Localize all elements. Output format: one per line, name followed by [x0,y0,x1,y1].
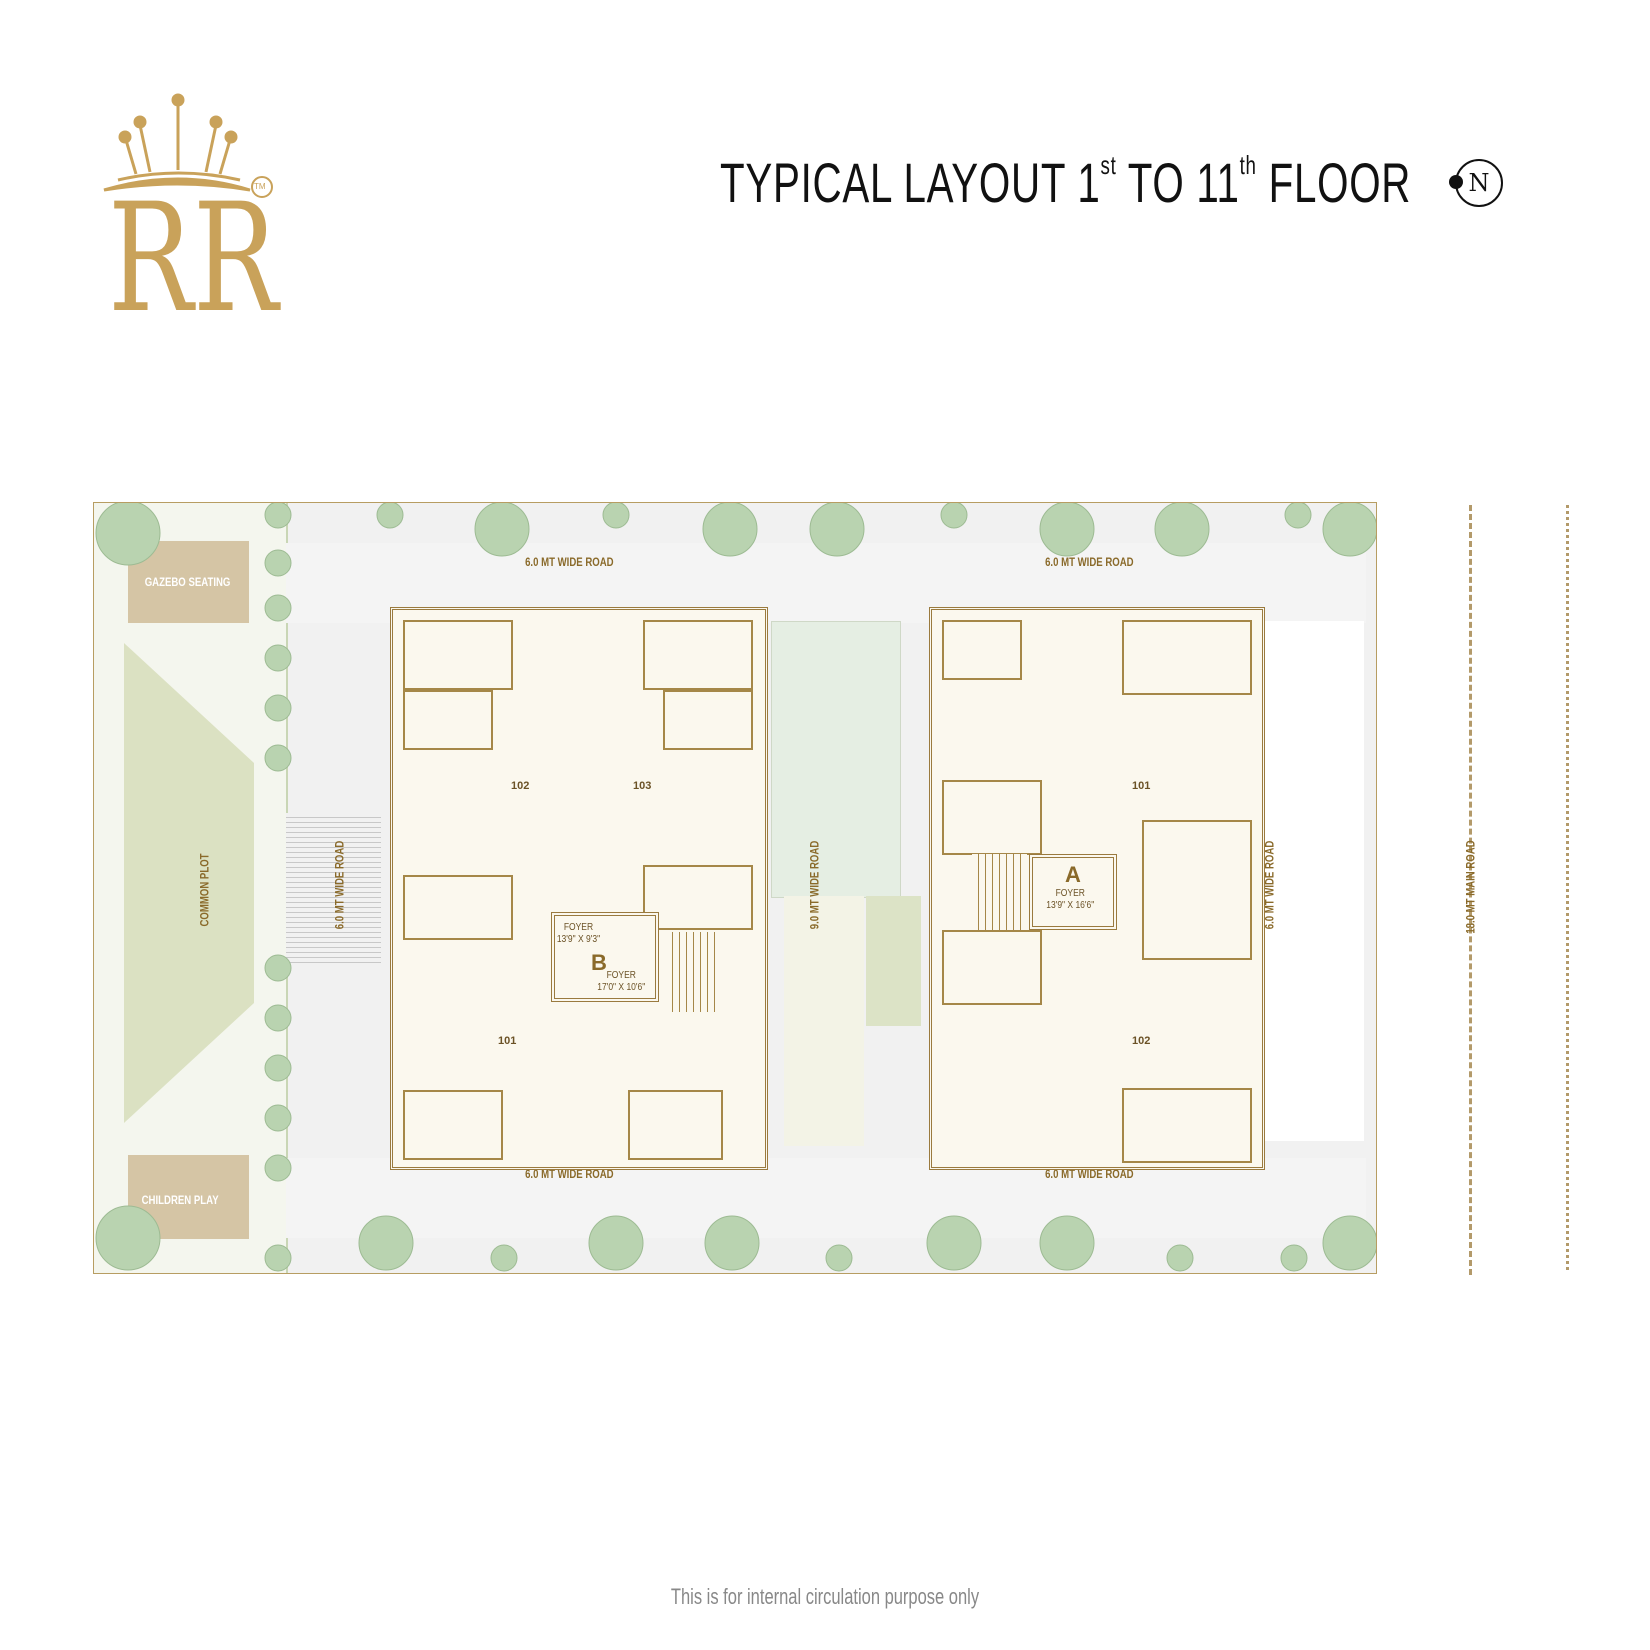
green-strip [866,896,921,1026]
foyer-a [1029,854,1117,930]
main-road-dotted-line [1566,505,1569,1270]
tree-icon [702,503,758,557]
title-end: FLOOR [1256,151,1412,214]
tree-icon [1166,1244,1194,1272]
unit-102: 102 [1132,1035,1151,1047]
unit-102: 102 [511,780,530,792]
right-lawn [1264,621,1364,1141]
staircase [972,854,1027,930]
foyer-label: FOYER [563,922,594,933]
room [628,1090,723,1160]
room [1142,820,1252,960]
tree-icon [1322,1215,1376,1271]
tree-icon [940,503,968,529]
tree-icon [1322,503,1376,557]
tree-icon [809,503,865,557]
tree-icon [1280,1244,1308,1272]
tree-icon [264,503,292,529]
tree-icon [602,503,630,529]
disclaimer-footer: This is for internal circulation purpose… [670,1584,980,1609]
bottom-right-road-label: 6.0 MT WIDE ROAD [1045,1167,1134,1181]
tree-icon [264,1054,292,1082]
foyer-size: 17'0" X 10'6" [597,982,646,993]
tree-icon [264,644,292,672]
parking-stripes [286,813,381,963]
foyer-b [551,912,659,1002]
tree-icon [1039,1215,1095,1271]
brand-logo: RR RR TM [100,90,300,346]
tree-icon [264,549,292,577]
trees [95,503,1376,1272]
tree-icon [95,503,161,566]
tree-icon [376,503,404,529]
room [1122,620,1252,695]
children-play-label: CHILDREN PLAY [141,1193,219,1207]
tower-b-name: B [591,950,607,975]
main-road-dashed-line [1469,505,1472,1275]
unit-103: 103 [633,780,652,792]
tree-icon [704,1215,760,1271]
room [403,1090,503,1160]
title-sup-st: st [1100,150,1117,180]
staircase [666,932,716,1012]
title-sup-th: th [1239,150,1257,180]
room [942,780,1042,855]
site-plan: GAZEBO SEATING CHILDREN PLAY COMMON PLOT… [93,502,1377,1274]
svg-text:RR: RR [108,172,281,340]
foyer-label: FOYER [606,970,636,981]
central-court [771,621,901,898]
tree-icon [1039,503,1095,557]
unit-101: 101 [1132,780,1151,792]
tree-icon [264,1244,292,1272]
room [663,690,753,750]
tree-icon [474,503,530,557]
title-main: TYPICAL LAYOUT 1 [720,151,1101,214]
tree-icon [95,1205,161,1271]
bottom-left-road-label: 6.0 MT WIDE ROAD [525,1167,614,1181]
room [643,620,753,690]
top-right-road-label: 6.0 MT WIDE ROAD [1045,555,1134,569]
main-road-label: 18.0 MT MAIN ROAD [1463,840,1478,934]
bottom-road [286,1158,1366,1238]
page-title: TYPICAL LAYOUT 1st TO 11th FLOOR [720,150,1410,214]
tree-icon [1284,503,1312,529]
gazebo-seating-label: GAZEBO SEATING [144,575,231,589]
top-left-road-label: 6.0 MT WIDE ROAD [525,555,614,569]
tree-icon [490,1244,518,1272]
trademark-symbol: TM [254,182,266,191]
room [403,690,493,750]
title-mid: TO 11 [1116,151,1240,214]
tree-icon [926,1215,982,1271]
room [1122,1088,1252,1163]
unit-101: 101 [498,1035,517,1047]
central-court-lower [784,896,864,1146]
tree-icon [264,1004,292,1032]
tree-icon [264,694,292,722]
room [403,875,513,940]
room [942,930,1042,1005]
tree-icon [588,1215,644,1271]
tree-icon [264,1104,292,1132]
room [942,620,1022,680]
tree-icon [825,1244,853,1272]
north-compass-icon: N [1455,159,1503,207]
room [403,620,513,690]
tree-icon [264,744,292,772]
tree-icon [264,594,292,622]
tower-a-name: A [1065,862,1081,887]
foyer-label: FOYER [1055,888,1085,899]
tree-icon [264,1154,292,1182]
foyer-size: 13'9" X 9'3" [556,934,601,945]
room [643,865,753,930]
tree-icon [264,954,292,982]
tree-icon [358,1215,414,1271]
foyer-size: 13'9" X 16'6" [1046,900,1095,911]
tree-icon [1154,503,1210,557]
